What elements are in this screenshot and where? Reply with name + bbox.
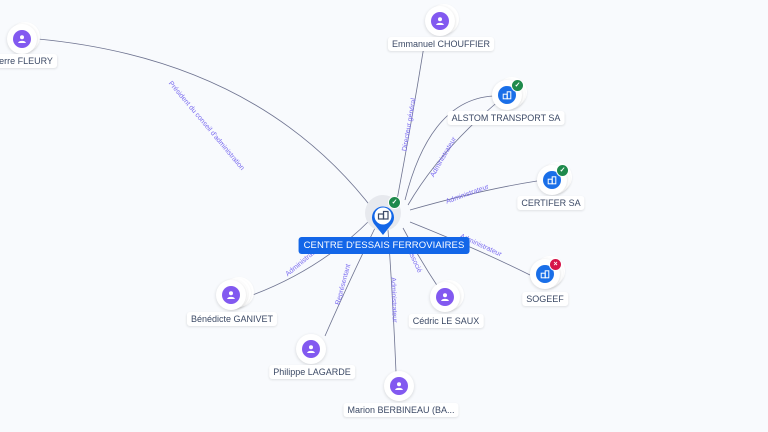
node-label[interactable]: Marion BERBINEAU (BA...	[343, 403, 459, 417]
edge-label: Président du conseil d'administration	[167, 80, 246, 172]
edge-label: Administrateur	[389, 277, 398, 323]
person-icon	[431, 12, 449, 30]
node-label[interactable]: ierre FLEURY	[0, 54, 57, 68]
node-label[interactable]: Philippe LAGARDE	[269, 365, 355, 379]
company-building-icon	[543, 171, 561, 189]
edge-alstom[interactable]	[404, 95, 494, 201]
edge-fleury[interactable]	[37, 38, 376, 213]
edge-certifer[interactable]	[409, 180, 538, 211]
person-icon	[302, 340, 320, 358]
person-icon	[436, 288, 454, 306]
edge-sogeef[interactable]	[409, 221, 531, 276]
edge-label: Administrateur	[429, 135, 458, 178]
company-building-icon	[498, 86, 516, 104]
person-icon	[13, 30, 31, 48]
edge-ganivet[interactable]	[249, 219, 371, 297]
check-icon: ✓	[556, 164, 569, 177]
company-building-icon	[536, 265, 554, 283]
node-label[interactable]: CERTIFER SA	[517, 196, 585, 210]
person-icon	[390, 377, 408, 395]
node-label[interactable]: Emmanuel CHOUFFIER	[387, 37, 495, 51]
node-label[interactable]: Cédric LE SAUX	[408, 314, 484, 328]
person-icon	[222, 286, 240, 304]
check-icon: ✓	[511, 79, 524, 92]
node-label[interactable]: SOGEEF	[522, 292, 568, 306]
check-icon: ✓	[388, 196, 401, 209]
node-label[interactable]: Bénédicte GANIVET	[186, 312, 278, 326]
edge-label: Représentant	[335, 263, 353, 305]
node-label[interactable]: ALSTOM TRANSPORT SA	[447, 111, 565, 125]
center-node-label[interactable]: CENTRE D'ESSAIS FERROVIAIRES	[298, 237, 470, 254]
edge-label: Directeur général	[401, 97, 417, 152]
edge-label: Administrateur	[445, 183, 490, 205]
edge-chouffier[interactable]	[396, 39, 426, 201]
close-icon: ×	[549, 258, 562, 271]
